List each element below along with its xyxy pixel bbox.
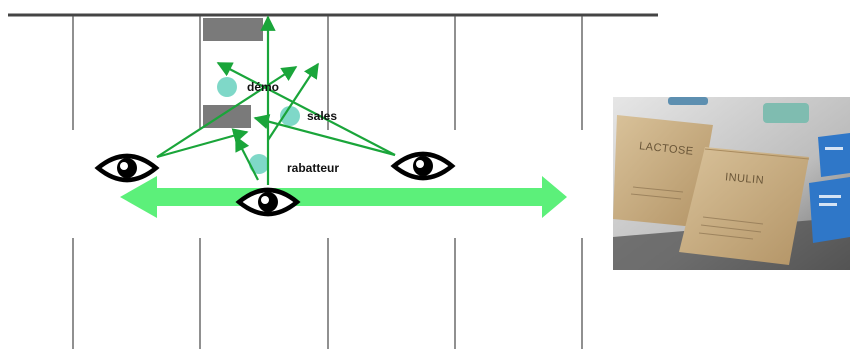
sight-lines (156, 15, 396, 185)
sachets-illustration (613, 97, 850, 270)
eye-icon (390, 151, 456, 181)
product-photo: LACTOSE INULIN (613, 97, 850, 270)
aisle-double-arrow (120, 176, 567, 218)
person-demo (217, 77, 237, 97)
person-sales (280, 106, 300, 126)
sachet-inulin (679, 147, 809, 265)
sachet-lactose (613, 115, 713, 227)
eye-icon (235, 187, 301, 217)
upper-booth-dividers (72, 16, 583, 130)
eye-icon (94, 153, 160, 183)
label-sales: sales (307, 109, 338, 123)
label-demo: démo (247, 80, 280, 94)
table-top (203, 18, 263, 41)
label-rabatteur: rabatteur (287, 161, 340, 175)
table-middle (203, 105, 251, 128)
person-rabatteur (249, 154, 269, 174)
lower-booth-dividers (72, 238, 583, 349)
